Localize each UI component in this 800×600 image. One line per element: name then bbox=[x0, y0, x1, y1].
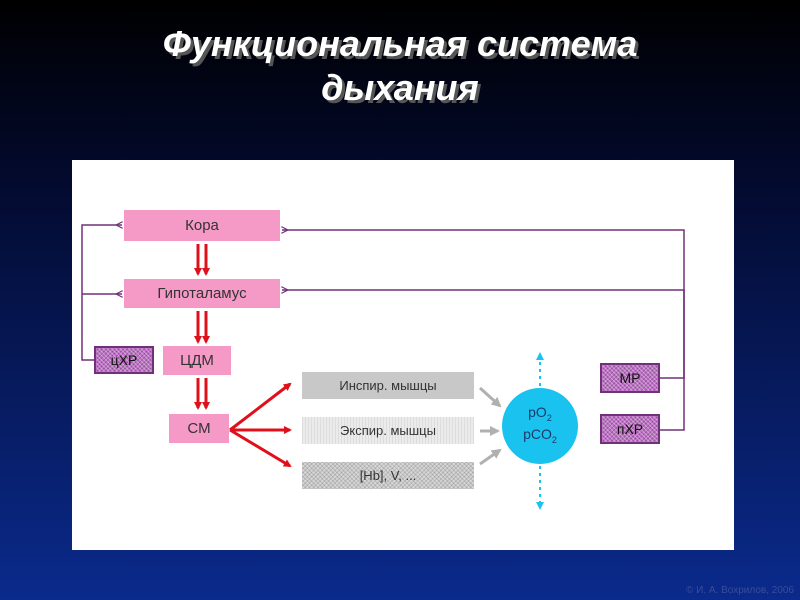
title-line-1: Функциональная система bbox=[162, 23, 638, 64]
title-line-2: дыхания bbox=[321, 67, 479, 108]
gipotalamus-label: Гипоталамус bbox=[157, 285, 247, 302]
inspir-muscles-box: Инспир. мышцы bbox=[302, 372, 474, 399]
ekspir-muscles-box: Экспир. мышцы bbox=[302, 417, 474, 444]
mr-box: МР bbox=[600, 363, 660, 393]
page-title: Функциональная система дыхания bbox=[0, 22, 800, 110]
tshr-box: цХР bbox=[94, 346, 154, 374]
copyright-footer: © И. А. Вохрилов, 2006 bbox=[685, 585, 794, 596]
phr-box: пХР bbox=[600, 414, 660, 444]
phr-label: пХР bbox=[616, 421, 644, 437]
diagram-connectors bbox=[81, 160, 685, 510]
left-feedback-lines bbox=[81, 225, 122, 361]
po2-text: pO2 bbox=[528, 404, 552, 423]
red-down-arrows bbox=[194, 244, 210, 410]
inspir-label: Инспир. мышцы bbox=[339, 378, 437, 393]
kora-box: Кора bbox=[124, 210, 280, 241]
sm-box: СМ bbox=[169, 414, 229, 443]
right-feedback-lines bbox=[282, 230, 685, 431]
grey-arrows bbox=[478, 386, 502, 466]
mr-label: МР bbox=[619, 370, 641, 386]
pco2-text: pCO2 bbox=[523, 426, 557, 445]
red-fan-arrows bbox=[229, 382, 292, 468]
ekspir-label: Экспир. мышцы bbox=[340, 423, 436, 438]
blood-gas-circle: pO2 pCO2 bbox=[502, 388, 578, 464]
diagram-panel: Кора Гипоталамус ЦДМ СМ цХР МР пХР Инспи… bbox=[72, 160, 734, 550]
gipotalamus-box: Гипоталамус bbox=[124, 279, 280, 308]
tsdm-label: ЦДМ bbox=[180, 352, 214, 369]
hb-box: [Hb], V, ... bbox=[302, 462, 474, 489]
sm-label: СМ bbox=[187, 420, 211, 437]
kora-label: Кора bbox=[185, 217, 219, 234]
tshr-label: цХР bbox=[110, 352, 138, 368]
hb-label: [Hb], V, ... bbox=[359, 468, 417, 483]
tsdm-box: ЦДМ bbox=[163, 346, 231, 375]
